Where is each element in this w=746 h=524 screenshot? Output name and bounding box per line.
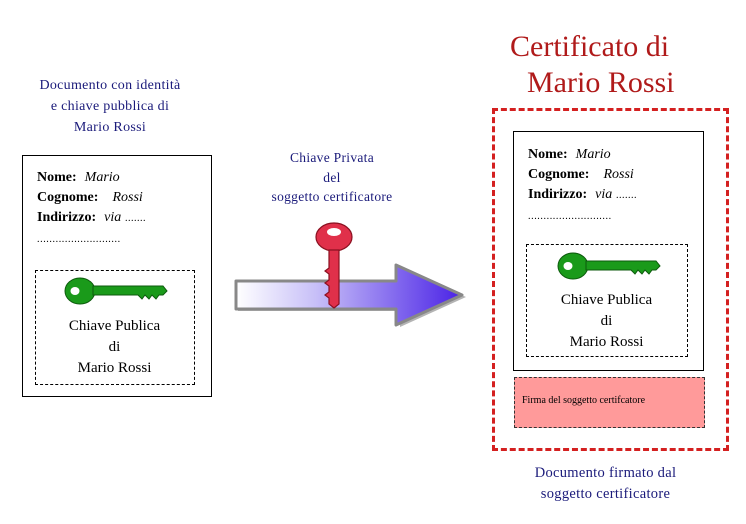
cert-indirizzo-dots: ....... (616, 190, 638, 201)
green-key-icon (64, 277, 168, 305)
left-dotted-line: ........................... (37, 234, 121, 245)
signature-box: Firma del soggetto certifcatore (514, 377, 705, 428)
arrow-caption-line-3: soggetto certificatore (271, 189, 393, 204)
left-indirizzo-dots: ....... (125, 213, 147, 224)
cert-key-caption-line-2: di (600, 313, 613, 329)
left-caption-line-2: e chiave pubblica di (50, 99, 170, 114)
cert-field-indirizzo: Indirizzo: via....... (528, 185, 637, 206)
left-key-caption-line-1: Chiave Publica (68, 318, 161, 334)
signature-text: Firma del soggetto certifcatore (522, 395, 646, 406)
certificate-document: Nome: Mario Cognome: Rossi Indirizzo: via..… (513, 131, 704, 371)
left-nome-label: Nome: (37, 170, 77, 185)
left-indirizzo-value: via (104, 210, 122, 225)
left-field-cognome: Cognome: Rossi (37, 188, 143, 208)
arrow-caption-line-1: Chiave Privata (289, 150, 375, 165)
left-nome-value: Mario (84, 170, 120, 185)
left-key-caption-line-2: di (108, 339, 121, 355)
cert-indirizzo-value: via (595, 187, 613, 202)
cert-cognome-value: Rossi (603, 167, 634, 182)
cert-public-key-box: Chiave Publica di Mario Rossi (526, 244, 688, 357)
left-public-key-caption: Chiave Publica di Mario Rossi (36, 316, 193, 379)
certificate-title-line-1: Certificato di (510, 30, 670, 63)
cert-cognome-label: Cognome: (528, 167, 590, 182)
cert-caption-line-1: Documento firmato dal (534, 465, 677, 481)
cert-key-caption-line-3: Mario Rossi (569, 334, 644, 350)
private-key-caption: Chiave Privata del soggetto certificator… (232, 148, 432, 207)
certificate-frame (492, 108, 729, 451)
cert-field-cognome: Cognome: Rossi (528, 165, 634, 185)
left-key-caption-line-3: Mario Rossi (77, 360, 152, 376)
left-indirizzo-label: Indirizzo: (37, 210, 97, 225)
left-cognome-value: Rossi (112, 190, 143, 205)
cert-indirizzo-label: Indirizzo: (528, 187, 588, 202)
left-field-nome: Nome: Mario (37, 168, 120, 188)
cert-nome-value: Mario (575, 147, 611, 162)
green-key-icon (557, 252, 661, 280)
cert-dotted-line: ........................... (528, 211, 612, 222)
left-caption-line-3: Mario Rossi (73, 120, 147, 135)
left-document-caption: Documento con identità e chiave pubblica… (10, 75, 210, 138)
arrow-caption-line-2: del (323, 169, 341, 185)
certificate-caption: Documento firmato dal soggetto certifica… (503, 463, 708, 505)
left-caption-line-1: Documento con identità (39, 78, 181, 93)
signing-arrow (234, 263, 466, 327)
certificate-title-line-2: Mario Rossi (527, 66, 675, 99)
left-cognome-label: Cognome: (37, 190, 99, 205)
cert-field-nome: Nome: Mario (528, 145, 611, 165)
cert-nome-label: Nome: (528, 147, 568, 162)
cert-public-key-caption: Chiave Publica di Mario Rossi (527, 290, 686, 353)
cert-caption-line-2: soggetto certificatore (540, 486, 671, 502)
red-key-icon (315, 222, 353, 309)
cert-key-caption-line-1: Chiave Publica (560, 292, 653, 308)
left-identity-document: Nome: Mario Cognome: Rossi Indirizzo: via..… (22, 155, 212, 397)
left-public-key-box: Chiave Publica di Mario Rossi (35, 270, 195, 385)
left-field-indirizzo: Indirizzo: via....... (37, 208, 146, 229)
